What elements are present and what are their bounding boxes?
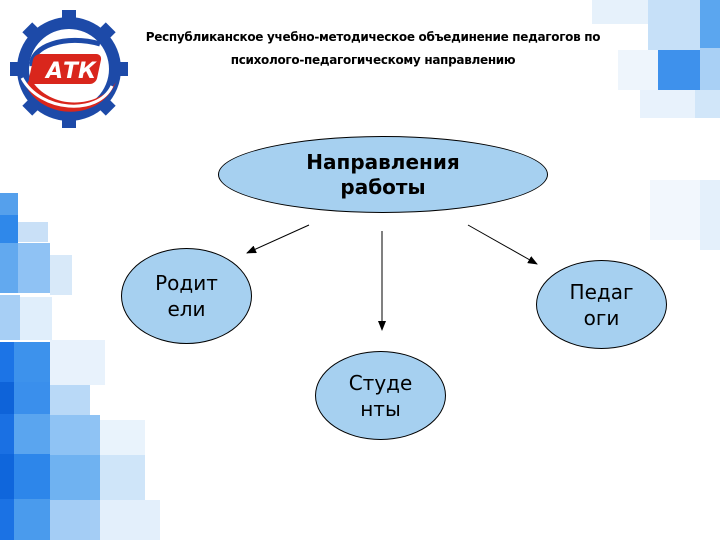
header-line-1: Республиканское учебно-методическое объе… [145,30,601,44]
node-teachers-line-2: оги [583,305,620,330]
center-node: Направления работы [218,136,548,213]
node-parents-line-1: Родит [155,271,218,295]
node-parents-line-2: ели [167,297,206,321]
center-node-line-2: работы [340,174,426,199]
node-parents: Родит ели [121,248,252,344]
node-teachers: Педаг оги [536,260,667,349]
logo: АТК [10,10,128,128]
node-students: Студе нты [315,351,446,440]
node-students-line-1: Студе [348,370,413,395]
node-students-line-2: нты [360,396,401,421]
center-node-line-1: Направления [306,149,460,174]
arrow-to-left-node [246,224,310,254]
header-title: Республиканское учебно-методическое объе… [128,26,618,72]
header-line-2: психолого-педагогическому направлению [230,53,516,67]
arrow-to-right-node [467,224,538,265]
logo-text: АТК [44,59,97,84]
node-teachers-line-1: Педаг [569,279,634,304]
